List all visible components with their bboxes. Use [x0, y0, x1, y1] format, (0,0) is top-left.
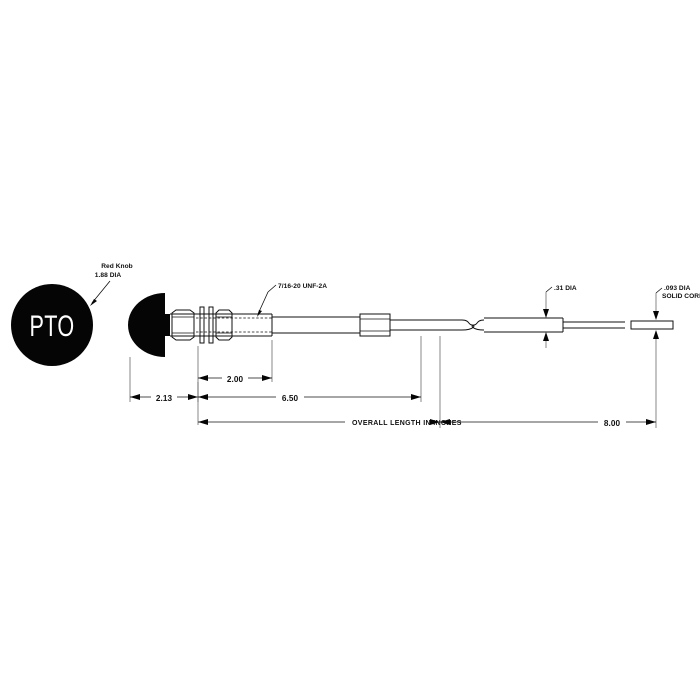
hex-nut-right	[215, 309, 233, 341]
overall-length-group: OVERALL LENGTH IN INCHES	[197, 402, 462, 427]
sleeve-dia-arrow-bottom-icon	[543, 332, 549, 341]
core-dia-tick	[655, 287, 663, 294]
knob-dome-shape	[128, 293, 165, 357]
conduit-housing-section	[272, 313, 462, 337]
core-dia-callout-group: .093 DIA SOLID CORE	[653, 285, 700, 348]
dim-6-50-value: 6.50	[282, 394, 299, 403]
core-dia-label-line1: .093 DIA	[664, 285, 691, 292]
core-dia-arrow-top-icon	[653, 311, 659, 320]
dim-8-00-value: 8.00	[604, 419, 621, 428]
dim-6-50-arrow-right-icon	[411, 394, 421, 400]
dim-2-13-arrow-right-icon	[188, 394, 198, 400]
dim-8-00-arrow-left-icon	[430, 419, 440, 425]
dimension-thread-length: 2.00	[197, 340, 273, 385]
overall-arrow-left-icon	[198, 419, 208, 425]
break-symbol-right	[471, 319, 485, 331]
dim-6-50-arrow-left-icon	[198, 394, 208, 400]
right-conduit-section	[484, 317, 564, 333]
washer-two-body	[208, 306, 214, 344]
dimension-core-travel: 8.00	[430, 336, 657, 429]
sleeve-dia-callout-group: .31 DIA	[543, 285, 577, 348]
inner-core-wire-section	[563, 321, 625, 329]
sleeve-dia-arrow-top-icon	[543, 309, 549, 318]
overall-length-caption: OVERALL LENGTH IN INCHES	[352, 420, 462, 427]
dim-8-00-arrow-right-icon	[646, 419, 656, 425]
dim-2-00-value: 2.00	[227, 375, 244, 384]
knob-face-label: PTO	[29, 308, 74, 342]
crimp-ferrule-fitting	[359, 313, 391, 337]
dim-8-00-arrow-inner-icon	[440, 419, 450, 425]
core-dia-arrow-bottom-icon	[653, 330, 659, 339]
washer-two	[208, 306, 214, 344]
dimension-knob-depth: 2.13	[129, 357, 199, 404]
red-knob-note-group: Red Knob 1.88 DIA	[90, 263, 133, 306]
dim-8-00-text-mask	[598, 415, 626, 429]
dim-2-13-value: 2.13	[156, 394, 173, 403]
knob-face-circle	[11, 284, 93, 366]
core-end-terminal	[630, 320, 674, 330]
threaded-shank-section	[170, 313, 273, 337]
red-knob-note-line2: 1.88 DIA	[95, 272, 122, 279]
ferrule-body	[359, 313, 391, 337]
washer-one	[199, 306, 205, 344]
dim-2-00-text-mask	[222, 371, 248, 385]
dimension-housing-length: 6.50	[197, 336, 422, 404]
red-knob-leader-arrow-icon	[90, 299, 97, 306]
thread-callout-arrow-icon	[257, 310, 262, 317]
hex-nut-right-body	[215, 309, 233, 341]
sleeve-dia-label: .31 DIA	[554, 285, 577, 292]
red-knob-leader-line	[91, 280, 111, 304]
break-symbol-left	[461, 319, 475, 331]
dim-2-00-arrow-right-icon	[262, 375, 272, 381]
core-dia-label-line2: SOLID CORE	[662, 293, 700, 300]
pto-knob-face-view: PTO	[11, 284, 93, 366]
hex-nut-left-body	[171, 309, 195, 341]
hex-nut-left	[171, 309, 195, 341]
knob-side-profile	[128, 293, 170, 357]
dim-6-50-text-mask	[276, 390, 304, 404]
knob-hub	[160, 314, 170, 336]
dim-2-13-text-mask	[151, 390, 177, 404]
sleeve-dia-tick	[545, 286, 553, 293]
dim-2-00-arrow-left-icon	[198, 375, 208, 381]
thread-callout-tick	[267, 284, 277, 293]
washer-one-body	[199, 306, 205, 344]
cable-break-symbol	[461, 319, 485, 331]
dim-2-13-arrow-left-icon	[130, 394, 140, 400]
red-knob-note-line1: Red Knob	[101, 263, 133, 270]
thread-spec-label: 7/16-20 UNF-2A	[278, 283, 327, 290]
thread-callout-group: 7/16-20 UNF-2A	[257, 283, 327, 317]
end-terminal-body	[630, 320, 674, 330]
mounting-hardware-group	[171, 306, 233, 344]
